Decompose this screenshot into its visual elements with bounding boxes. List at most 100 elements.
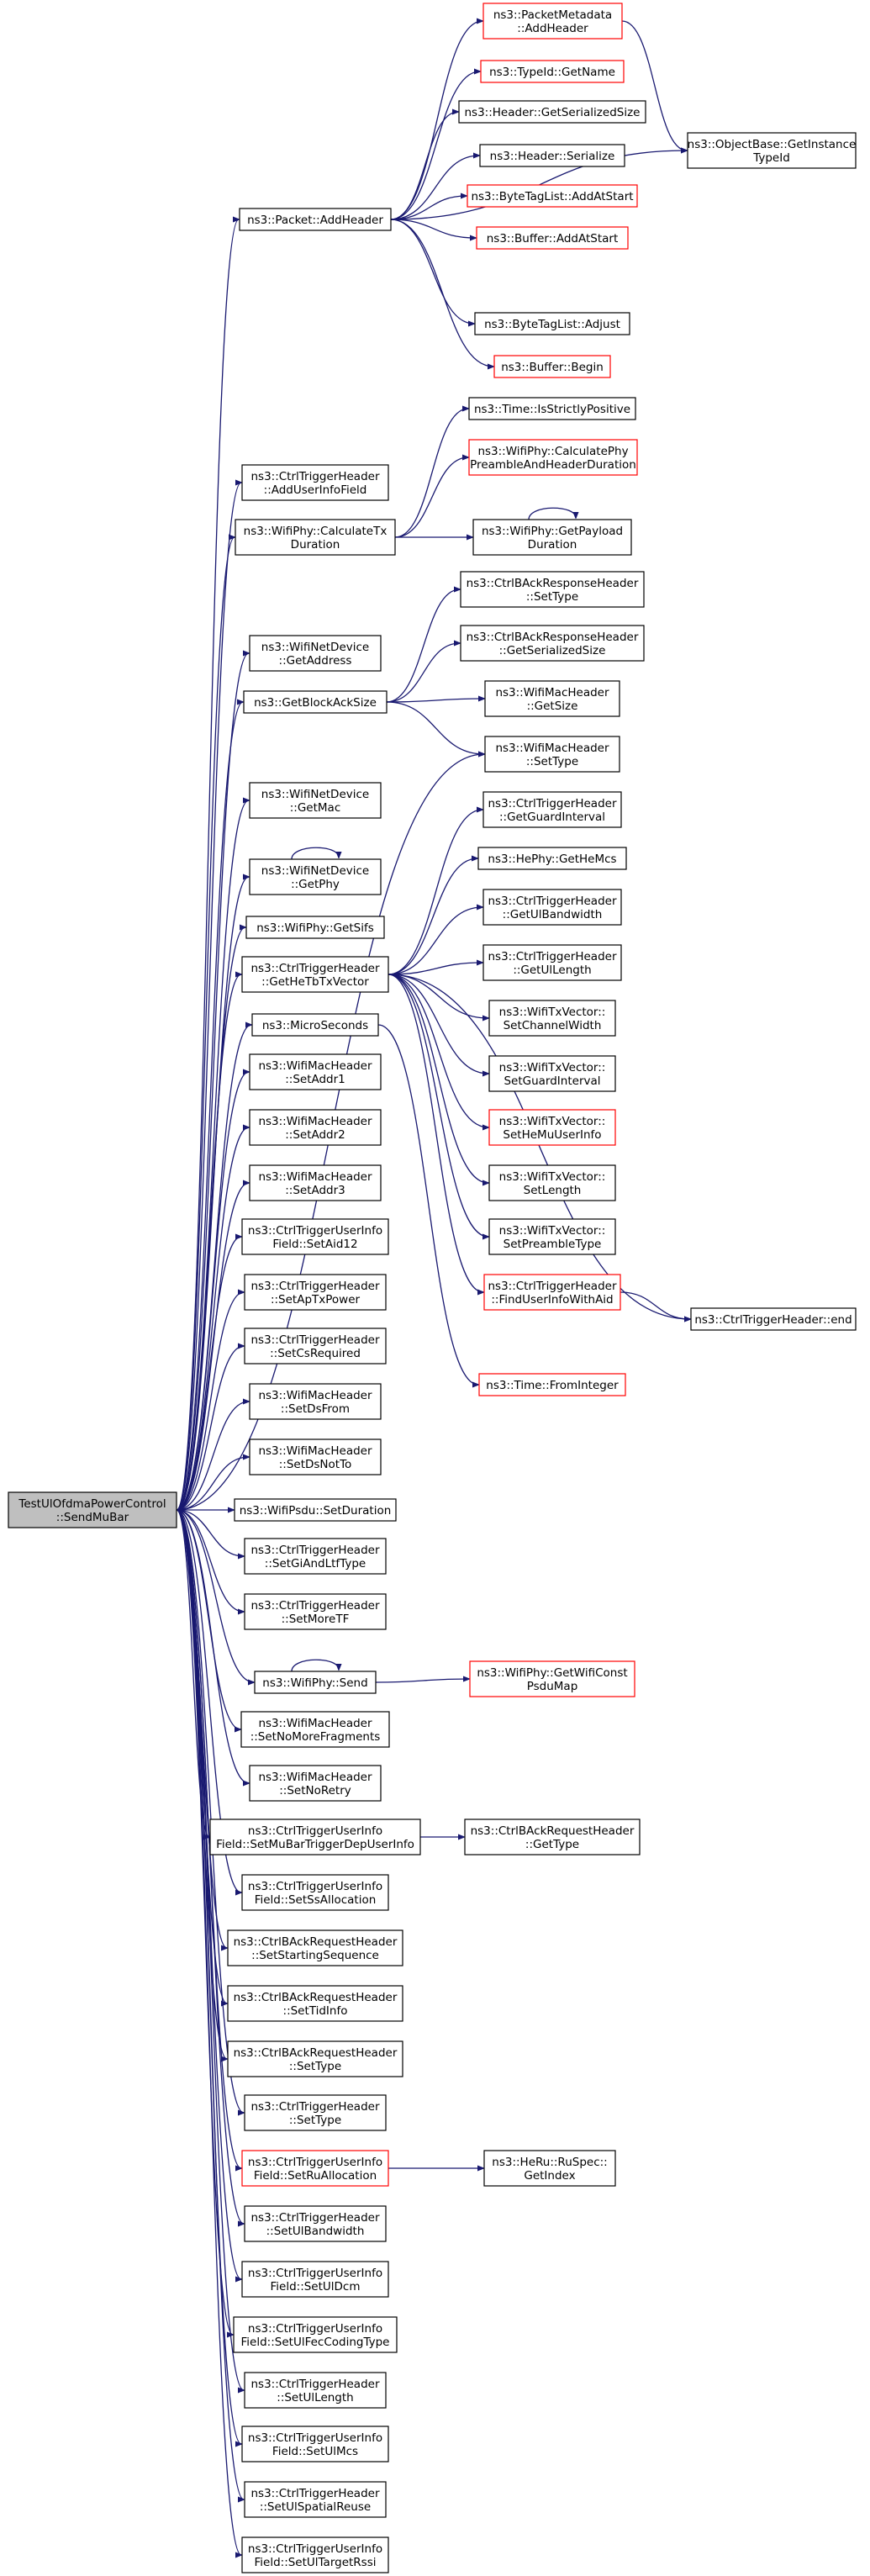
node-label-line: ns3::Buffer::Begin bbox=[501, 361, 604, 374]
edge-get-payload-dur-to-get-payload-dur bbox=[528, 507, 576, 520]
node-set-cs-required[interactable]: ns3::CtrlTriggerHeader::SetCsRequired bbox=[244, 1328, 387, 1365]
node-set-ds-not-to[interactable]: ns3::WifiMacHeader::SetDsNotTo bbox=[249, 1438, 382, 1475]
node-root[interactable]: TestUlOfdmaPowerControl::SendMuBar bbox=[8, 1491, 177, 1528]
node-time-is-pos[interactable]: ns3::Time::IsStrictlyPositive bbox=[468, 397, 636, 420]
node-set-more-tf[interactable]: ns3::CtrlTriggerHeader::SetMoreTF bbox=[244, 1593, 387, 1630]
node-get-ul-bandwidth[interactable]: ns3::CtrlTriggerHeader::GetUlBandwidth bbox=[482, 889, 622, 926]
node-psdu-set-duration[interactable]: ns3::WifiPsdu::SetDuration bbox=[234, 1498, 397, 1522]
node-btl-add-at-start[interactable]: ns3::ByteTagList::AddAtStart bbox=[467, 184, 638, 208]
node-label-line: ns3::CtrlTriggerHeader::end bbox=[694, 1313, 852, 1327]
node-box bbox=[458, 100, 646, 124]
node-get-block-ack-size[interactable]: ns3::GetBlockAckSize bbox=[243, 690, 388, 714]
node-label-line: ::AddHeader bbox=[517, 22, 588, 35]
node-find-user-info-with-aid[interactable]: ns3::CtrlTriggerHeader::FindUserInfoWith… bbox=[483, 1274, 621, 1311]
node-bareq-get-type[interactable]: ns3::CtrlBAckRequestHeader::GetType bbox=[464, 1819, 641, 1855]
node-set-ul-bandwidth[interactable]: ns3::CtrlTriggerHeader::SetUlBandwidth bbox=[244, 2205, 387, 2242]
node-set-ul-target-rssi[interactable]: ns3::CtrlTriggerUserInfoField::SetUlTarg… bbox=[241, 2536, 389, 2573]
node-set-no-retry[interactable]: ns3::WifiMacHeader::SetNoRetry bbox=[249, 1765, 382, 1802]
node-set-channel-width[interactable]: ns3::WifiTxVector::SetChannelWidth bbox=[488, 1000, 616, 1037]
node-label-line: ns3::HeRu::RuSpec:: bbox=[492, 2156, 607, 2169]
edge-root-to-set-no-retry bbox=[176, 1509, 249, 1783]
function-nodes: TestUlOfdmaPowerControl::SendMuBar ns3::P… bbox=[8, 3, 857, 2573]
node-time-from-integer[interactable]: ns3::Time::FromInteger bbox=[478, 1373, 626, 1396]
node-set-addr1[interactable]: ns3::WifiMacHeader::SetAddr1 bbox=[249, 1053, 382, 1090]
node-phy-get-sifs[interactable]: ns3::WifiPhy::GetSifs bbox=[245, 916, 385, 939]
node-get-ul-length[interactable]: ns3::CtrlTriggerHeader::GetUlLength bbox=[482, 944, 622, 981]
node-baresp-set-type[interactable]: ns3::CtrlBAckResponseHeader::SetType bbox=[460, 571, 645, 608]
node-set-addr2[interactable]: ns3::WifiMacHeader::SetAddr2 bbox=[249, 1109, 382, 1146]
node-mac-hdr-get-size[interactable]: ns3::WifiMacHeader::GetSize bbox=[484, 680, 620, 717]
node-baresp-get-ser-size[interactable]: ns3::CtrlBAckResponseHeader::GetSerializ… bbox=[460, 625, 645, 662]
node-pkt-add-header[interactable]: ns3::Packet::AddHeader bbox=[239, 208, 392, 231]
node-btl-adjust[interactable]: ns3::ByteTagList::Adjust bbox=[474, 312, 630, 335]
node-buf-begin[interactable]: ns3::Buffer::Begin bbox=[493, 355, 611, 378]
node-hdr-get-ser-size[interactable]: ns3::Header::GetSerializedSize bbox=[458, 100, 646, 124]
node-type-id-get-name[interactable]: ns3::TypeId::GetName bbox=[480, 60, 625, 83]
node-set-mu-bar-trig[interactable]: ns3::CtrlTriggerUserInfoField::SetMuBarT… bbox=[209, 1819, 421, 1855]
node-set-addr3[interactable]: ns3::WifiMacHeader::SetAddr3 bbox=[249, 1164, 382, 1201]
edge-root-to-set-ss-allocation bbox=[176, 1509, 241, 1892]
node-box bbox=[241, 1218, 389, 1255]
node-trig-set-type[interactable]: ns3::CtrlTriggerHeader::SetType bbox=[244, 2094, 387, 2131]
edge-get-he-tb-tx-vector-to-trig-end bbox=[388, 974, 690, 1319]
node-pm-add-header[interactable]: ns3::PacketMetadata::AddHeader bbox=[482, 3, 623, 40]
node-mac-hdr-set-type[interactable]: ns3::WifiMacHeader::SetType bbox=[484, 736, 620, 773]
node-label-line: ns3::HePhy::GetHeMcs bbox=[488, 853, 616, 866]
node-buf-add-at-start[interactable]: ns3::Buffer::AddAtStart bbox=[476, 226, 629, 250]
node-phy-send[interactable]: ns3::WifiPhy::Send bbox=[254, 1671, 377, 1694]
node-label-line: ns3::ObjectBase::GetInstance bbox=[688, 138, 857, 151]
node-set-guard-interval[interactable]: ns3::WifiTxVector::SetGuardInterval bbox=[488, 1055, 616, 1092]
node-box bbox=[469, 1660, 635, 1697]
node-set-ss-allocation[interactable]: ns3::CtrlTriggerUserInfoField::SetSsAllo… bbox=[241, 1874, 389, 1911]
node-box bbox=[243, 690, 388, 714]
node-set-ru-allocation[interactable]: ns3::CtrlTriggerUserInfoField::SetRuAllo… bbox=[241, 2150, 389, 2187]
node-label-line: ns3::WifiMacHeader bbox=[258, 1170, 372, 1184]
node-micro-seconds[interactable]: ns3::MicroSeconds bbox=[251, 1013, 379, 1037]
node-label-line: ns3::CtrlTriggerHeader bbox=[250, 2487, 379, 2500]
node-net-dev-get-phy[interactable]: ns3::WifiNetDevice::GetPhy bbox=[249, 858, 382, 895]
node-set-ds-from[interactable]: ns3::WifiMacHeader::SetDsFrom bbox=[249, 1383, 382, 1420]
node-label-line: ns3::CtrlTriggerUserInfo bbox=[248, 2431, 382, 2445]
node-label-line: ns3::CtrlTriggerHeader bbox=[250, 2100, 379, 2114]
node-set-ul-spatial-reuse[interactable]: ns3::CtrlTriggerHeader::SetUlSpatialReus… bbox=[244, 2481, 387, 2518]
node-set-tid-info[interactable]: ns3::CtrlBAckRequestHeader::SetTidInfo bbox=[227, 1985, 403, 2022]
edge-get-block-ack-size-to-baresp-set-type bbox=[386, 589, 460, 703]
node-net-dev-get-mac[interactable]: ns3::WifiNetDevice::GetMac bbox=[249, 782, 382, 819]
node-add-user-info-field[interactable]: ns3::CtrlTriggerHeader::AddUserInfoField bbox=[241, 464, 389, 501]
node-box bbox=[488, 1000, 616, 1037]
node-box bbox=[464, 1819, 641, 1855]
node-get-guard-interval[interactable]: ns3::CtrlTriggerHeader::GetGuardInterval bbox=[482, 791, 622, 828]
node-set-he-mu-user-info[interactable]: ns3::WifiTxVector::SetHeMuUserInfo bbox=[488, 1109, 616, 1146]
edge-calc-tx-dur-to-time-is-pos bbox=[394, 409, 468, 538]
node-he-phy-get-he-mcs[interactable]: ns3::HePhy::GetHeMcs bbox=[477, 847, 627, 870]
node-set-ul-fec-coding[interactable]: ns3::CtrlTriggerUserInfoField::SetUlFecC… bbox=[233, 2316, 398, 2353]
node-label-line: ns3::CtrlTriggerHeader bbox=[250, 962, 379, 975]
node-hdr-serialize[interactable]: ns3::Header::Serialize bbox=[479, 144, 625, 167]
node-get-he-tb-tx-vector[interactable]: ns3::CtrlTriggerHeader::GetHeTbTxVector bbox=[241, 956, 389, 993]
node-bareq-set-type[interactable]: ns3::CtrlBAckRequestHeader::SetType bbox=[227, 2040, 403, 2077]
node-label-line: ::SetGiAndLtfType bbox=[265, 1557, 366, 1570]
edge-pkt-add-header-to-hdr-serialize bbox=[390, 156, 479, 220]
node-box bbox=[239, 208, 392, 231]
node-set-preamble-type[interactable]: ns3::WifiTxVector::SetPreambleType bbox=[488, 1218, 616, 1255]
node-set-gi-and-ltf-type[interactable]: ns3::CtrlTriggerHeader::SetGiAndLtfType bbox=[244, 1538, 387, 1575]
node-trig-end[interactable]: ns3::CtrlTriggerHeader::end bbox=[690, 1307, 857, 1331]
node-box bbox=[484, 736, 620, 773]
node-set-ul-length[interactable]: ns3::CtrlTriggerHeader::SetUlLength bbox=[244, 2372, 387, 2409]
node-set-ap-tx-power[interactable]: ns3::CtrlTriggerHeader::SetApTxPower bbox=[244, 1274, 387, 1311]
node-set-length[interactable]: ns3::WifiTxVector::SetLength bbox=[488, 1164, 616, 1201]
node-set-starting-seq[interactable]: ns3::CtrlBAckRequestHeader::SetStartingS… bbox=[227, 1929, 403, 1966]
edge-root-to-set-ap-tx-power bbox=[176, 1292, 244, 1511]
node-net-dev-get-addr[interactable]: ns3::WifiNetDevice::GetAddress bbox=[249, 635, 382, 672]
node-set-no-more-frags[interactable]: ns3::WifiMacHeader::SetNoMoreFragments bbox=[240, 1711, 390, 1748]
node-ru-spec-get-index[interactable]: ns3::HeRu::RuSpec::GetIndex bbox=[483, 2150, 616, 2187]
node-calc-phy-pre[interactable]: ns3::WifiPhy::CalculatePhyPreambleAndHea… bbox=[468, 439, 638, 476]
